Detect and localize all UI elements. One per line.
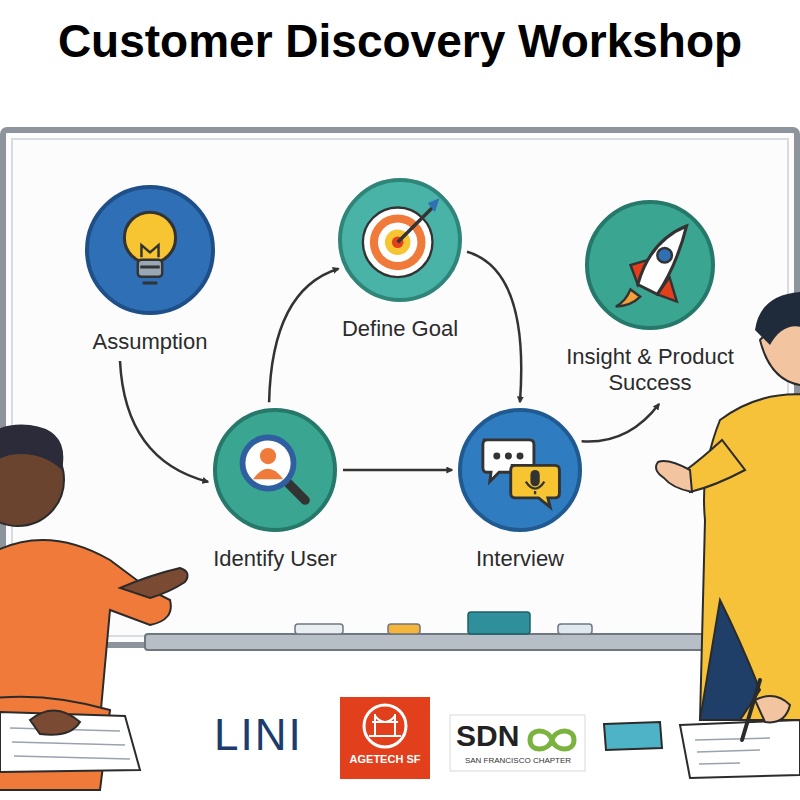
sticky-note [604, 722, 662, 750]
step-circle [85, 185, 215, 315]
step-icon [657, 248, 672, 263]
step-icon [526, 482, 545, 495]
step-icon [260, 448, 276, 464]
agetech-logo [364, 705, 406, 747]
woman-figure [0, 425, 188, 790]
step-icon [89, 189, 211, 311]
flow-arrow [120, 361, 208, 482]
logo-text: LINI [214, 710, 324, 760]
marker-tray [468, 612, 530, 634]
step-icon [141, 245, 158, 257]
paper-and-pen [695, 738, 770, 764]
step-icon [253, 469, 283, 479]
man-figure [755, 292, 800, 345]
step-icon [124, 212, 175, 263]
agetech-logo [340, 697, 430, 779]
paper-and-pen [680, 680, 800, 778]
step-node: Assumption [50, 185, 250, 355]
flow-arrow [582, 404, 659, 442]
agetech-logo [340, 697, 430, 779]
step-icon [530, 470, 539, 486]
step-icon [462, 412, 578, 528]
flow-arrow [467, 252, 521, 402]
step-label: Interview [420, 546, 620, 572]
whiteboard [3, 130, 797, 645]
man-figure [700, 600, 760, 720]
whiteboard [12, 139, 788, 636]
paper-and-pen [755, 696, 790, 722]
step-circle [213, 408, 337, 532]
step-circle [338, 178, 462, 302]
sdn-logo [530, 731, 574, 749]
man-figure [656, 461, 692, 492]
notebook [0, 710, 140, 772]
step-label: Identify User [175, 546, 375, 572]
logo-text: AGETECH SF [340, 752, 430, 766]
step-icon [493, 453, 500, 460]
step-icon [589, 204, 711, 326]
whiteboard [3, 130, 797, 645]
logo-text: SDN [456, 719, 528, 753]
man-figure [686, 440, 745, 492]
step-node: Insight & Product Success [560, 200, 740, 396]
step-icon [428, 198, 440, 212]
step-label: Assumption [50, 329, 250, 355]
flow-arrow [343, 469, 452, 472]
step-icon [140, 267, 160, 283]
step-circle [585, 200, 715, 330]
step-circle [458, 408, 582, 532]
notebook [10, 728, 130, 759]
paper-and-pen [680, 720, 800, 778]
step-label: Define Goal [300, 316, 500, 342]
step-icon [342, 182, 458, 298]
flow-arrow [269, 269, 338, 403]
step-icon [511, 465, 560, 507]
woman-figure [0, 425, 63, 480]
step-icon [505, 453, 512, 460]
step-icon [243, 438, 294, 489]
step-node: Interview [420, 408, 620, 572]
marker-tray [145, 634, 790, 650]
diagram-title: Customer Discovery Workshop [0, 14, 800, 68]
marker-tray [295, 624, 343, 634]
step-icon [616, 289, 640, 306]
sticky-note [604, 722, 662, 750]
step-icon [398, 205, 435, 242]
step-node: Identify User [175, 408, 375, 572]
marker-tray [388, 624, 420, 634]
marker-tray [145, 612, 790, 650]
paper-and-pen [742, 680, 760, 740]
agetech-logo [369, 714, 401, 736]
step-icon [217, 412, 333, 528]
step-label: Insight & Product Success [560, 344, 740, 396]
woman-figure [120, 568, 188, 598]
step-node: Define Goal [300, 178, 500, 342]
logo-subtext: SAN FRANCISCO CHAPTER [454, 756, 582, 766]
sdn-logo [450, 715, 585, 771]
sdn-logo [450, 715, 585, 771]
woman-figure [0, 540, 171, 720]
marker-tray [558, 624, 592, 634]
step-icon [517, 453, 524, 460]
man-figure [700, 394, 800, 720]
step-icon [638, 226, 687, 294]
notebook [30, 710, 80, 734]
